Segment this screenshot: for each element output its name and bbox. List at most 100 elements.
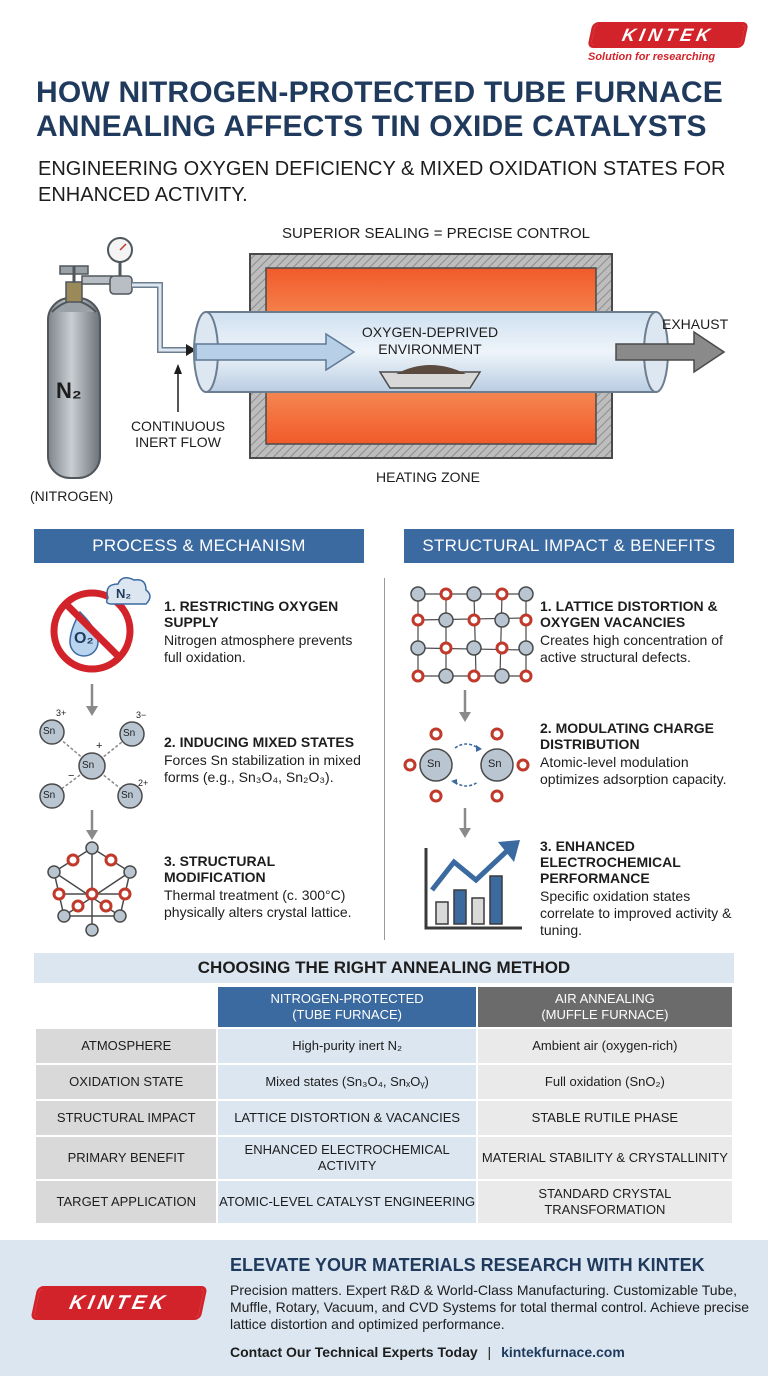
- growth-chart-icon: [424, 840, 522, 930]
- brand-tagline: Solution for researching: [588, 51, 716, 63]
- page-subtitle: ENGINEERING OXYGEN DEFICIENCY & MIXED OX…: [38, 158, 726, 206]
- contact-separator: |: [487, 1344, 492, 1360]
- sn-atom: [494, 668, 510, 684]
- sn-atom: [410, 586, 426, 602]
- sn-atom: [438, 668, 454, 684]
- oxygen-atom: [467, 669, 481, 683]
- oxygen-atom: [495, 587, 509, 601]
- chamber-label-line2: ENVIRONMENT: [378, 341, 482, 357]
- air-value: Ambient air (oxygen-rich): [477, 1029, 732, 1063]
- process-step-desc: Thermal treatment (c. 300°C) physically …: [164, 887, 352, 920]
- sn-atom: [466, 640, 482, 656]
- cylinder-label: N₂: [56, 378, 82, 403]
- oxygen-atom: [118, 887, 132, 901]
- charge-label: +: [96, 740, 103, 752]
- sn-atom: [438, 612, 454, 628]
- row-label: ATMOSPHERE: [36, 1029, 217, 1063]
- sn-atom: [518, 640, 534, 656]
- air-value: MATERIAL STABILITY & CRYSTALLINITY: [477, 1137, 732, 1179]
- kintek-logo-footer[interactable]: KINTEK: [30, 1286, 208, 1320]
- footer-body: Precision matters. Expert R&D & World-Cl…: [230, 1282, 749, 1332]
- column-nitrogen: NITROGEN-PROTECTED (TUBE FURNACE): [218, 987, 476, 1027]
- impact-step-desc: Atomic-level modulation optimizes adsorp…: [540, 754, 727, 787]
- sn-atom: [518, 586, 534, 602]
- nitrogen-cylinder-icon: [47, 237, 196, 479]
- row-label: OXIDATION STATE: [36, 1065, 217, 1099]
- exhaust-arrow: [615, 330, 726, 374]
- impact-step-desc: Creates high concentration of active str…: [540, 632, 723, 665]
- row-label: STRUCTURAL IMPACT: [36, 1101, 217, 1135]
- no-oxygen-icon: [50, 577, 151, 673]
- sn-label: Sn: [488, 758, 502, 770]
- sn-center-label: Sn: [82, 760, 95, 771]
- row-label: PRIMARY BENEFIT: [36, 1137, 217, 1179]
- sn-atom: [57, 909, 71, 923]
- impact-step-desc: Specific oxidation states correlate to i…: [540, 888, 732, 938]
- charge-label: 3+: [56, 708, 67, 718]
- sn-atom: [47, 865, 61, 879]
- process-step-title: 1. RESTRICTING OXYGEN SUPPLY: [164, 598, 339, 630]
- footer-contact: Contact Our Technical Experts Today | ki…: [230, 1344, 625, 1360]
- sn-atom: [85, 841, 99, 855]
- sealing-label: SUPERIOR SEALING = PRECISE CONTROL: [282, 225, 590, 242]
- oxygen-atom: [85, 887, 99, 901]
- column-subtitle: (MUFFLE FURNACE): [541, 1007, 669, 1022]
- page-title: HOW NITROGEN-PROTECTED TUBE FURNACE ANNE…: [36, 76, 723, 143]
- impact-step-title: 2. MODULATING CHARGE DISTRIBUTION: [540, 720, 714, 752]
- contact-link[interactable]: Contact Our Technical Experts Today: [230, 1344, 478, 1360]
- oxygen-atom: [411, 669, 425, 683]
- oxygen-atom: [52, 887, 66, 901]
- charge-label: 2+: [138, 778, 149, 788]
- nitrogen-value: High-purity inert N₂: [218, 1029, 476, 1063]
- sn-label: Sn: [43, 790, 56, 801]
- process-step-desc: Nitrogen atmosphere prevents full oxidat…: [164, 632, 353, 665]
- air-value: STANDARD CRYSTAL TRANSFORMATION: [477, 1181, 732, 1223]
- oxygen-atom: [519, 669, 533, 683]
- impact-step-title: 1. LATTICE DISTORTION & OXYGEN VACANCIES: [540, 598, 718, 630]
- flow-label-line1: CONTINUOUS: [130, 418, 226, 434]
- sn-atom: [85, 923, 99, 937]
- impact-step-2: 2. MODULATING CHARGE DISTRIBUTION Atomic…: [540, 720, 738, 788]
- nitrogen-value: LATTICE DISTORTION & VACANCIES: [218, 1101, 476, 1135]
- oxygen-atom: [495, 641, 509, 655]
- sn-label: Sn: [43, 726, 56, 737]
- sn-label: Sn: [123, 728, 136, 739]
- sn-atom: [494, 612, 510, 628]
- oxygen-atom: [99, 899, 113, 913]
- nitrogen-value: ATOMIC-LEVEL CATALYST ENGINEERING: [218, 1181, 476, 1223]
- oxygen-atom: [71, 899, 85, 913]
- website-link[interactable]: kintekfurnace.com: [501, 1344, 625, 1360]
- column-subtitle: (TUBE FURNACE): [292, 1007, 402, 1022]
- row-label: TARGET APPLICATION: [36, 1181, 217, 1223]
- charge-label: −: [68, 770, 75, 782]
- exhaust-label: EXHAUST: [662, 316, 729, 332]
- column-title: AIR ANNEALING: [555, 991, 655, 1006]
- oxygen-atom: [439, 587, 453, 601]
- chamber-label-line1: OXYGEN-DEPRIVED: [361, 324, 499, 340]
- sn-atom: [123, 865, 137, 879]
- oxygen-atom: [104, 853, 118, 867]
- oxygen-atom: [411, 613, 425, 627]
- nitrogen-value: ENHANCED ELECTROCHEMICAL ACTIVITY: [218, 1137, 476, 1179]
- process-step-desc: Forces Sn stabilization in mixed forms (…: [164, 752, 361, 785]
- impact-step-3: 3. ENHANCED ELECTROCHEMICAL PERFORMANCE …: [540, 838, 738, 939]
- heating-zone-label: HEATING ZONE: [376, 469, 480, 485]
- o2-symbol: O₂: [74, 630, 94, 647]
- section-divider: [384, 578, 385, 940]
- process-step-title: 3. STRUCTURAL MODIFICATION: [164, 853, 275, 885]
- comparison-header-row: NITROGEN-PROTECTED (TUBE FURNACE) AIR AN…: [36, 987, 732, 1027]
- process-step-2: 2. INDUCING MIXED STATES Forces Sn stabi…: [164, 734, 370, 786]
- sn-label: Sn: [121, 790, 134, 801]
- n2-cloud-symbol: N₂: [116, 586, 132, 601]
- chamber-label: OXYGEN-DEPRIVED ENVIRONMENT: [350, 324, 510, 358]
- furnace-housing: [193, 253, 669, 459]
- process-step-title: 2. INDUCING MIXED STATES: [164, 734, 355, 750]
- oxygen-atom: [66, 853, 80, 867]
- flow-label-line2: INERT FLOW: [135, 434, 221, 450]
- air-value: STABLE RUTILE PHASE: [477, 1101, 732, 1135]
- kintek-logo-text: KINTEK: [34, 1289, 204, 1317]
